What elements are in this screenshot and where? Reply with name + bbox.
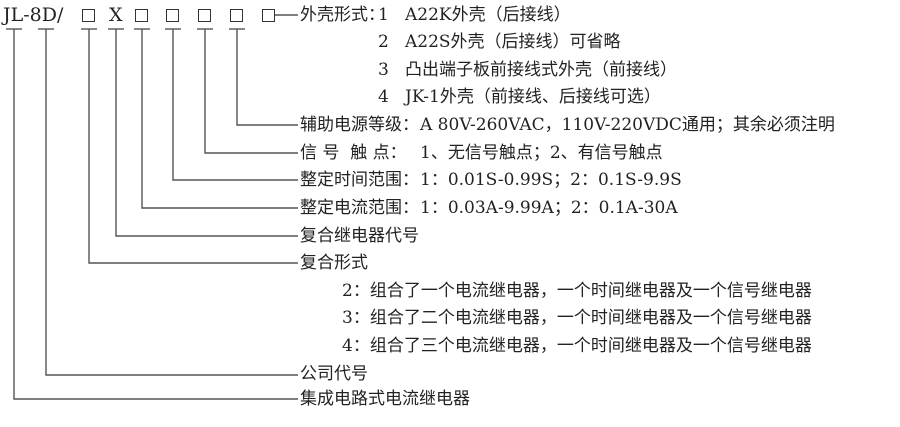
shell-option-text: A22K外壳（后接线） (405, 5, 571, 25)
shell-option-no: 2 (378, 32, 389, 52)
signal-contact-label: 信 号 触 点： (300, 143, 407, 163)
slot-time-range-box (166, 9, 179, 22)
composite-form-option: 2：组合了一个电流继电器，一个时间继电器及一个信号继电器 (342, 281, 812, 301)
signal-contact-text: 1、无信号触点；2、有信号触点 (420, 143, 663, 163)
shell-option-no: 3 (378, 60, 389, 80)
slot-composite-code: X (109, 4, 123, 26)
slot-shell-box (262, 9, 275, 22)
time-range-label: 整定时间范围： (300, 170, 419, 190)
shell-option-text: A22S外壳（后接线）可省略 (405, 32, 621, 52)
slot-composite-form-box (82, 9, 95, 22)
company-code-label: 公司代号 (300, 364, 368, 384)
slot-current-range-box (135, 9, 148, 22)
composite-form-option: 4：组合了三个电流继电器，一个时间继电器及一个信号继电器 (342, 336, 812, 356)
aux-power-label: 辅助电源等级： (300, 115, 419, 135)
current-range-label: 整定电流范围： (300, 198, 419, 218)
slot-signal-contact-box (198, 9, 211, 22)
shell-option-no: 4 (378, 87, 389, 107)
product-label: 集成电路式电流继电器 (300, 389, 470, 409)
model-prefix: JL-8D/ (3, 4, 64, 26)
time-range-text: 1：0.01S-0.99S；2：0.1S-9.9S (420, 170, 682, 190)
current-range-text: 1：0.03A-9.99A；2：0.1A-30A (420, 198, 678, 218)
composite-form-label: 复合形式 (300, 253, 368, 273)
composite-form-option: 3：组合了二个电流继电器，一个时间继电器及一个信号继电器 (342, 308, 812, 328)
aux-power-text: A 80V-260VAC，110V-220VDC通用；其余必须注明 (420, 115, 835, 135)
shell-option-no: 1 (378, 5, 389, 25)
slot-aux-power-box (230, 9, 243, 22)
shell-option-text: 凸出端子板前接线式外壳（前接线） (405, 60, 677, 80)
composite-code-label: 复合继电器代号 (300, 226, 419, 246)
shell-label: 外壳形式： (300, 5, 385, 25)
shell-option-text: JK-1外壳（前接线、后接线可选） (405, 87, 661, 107)
